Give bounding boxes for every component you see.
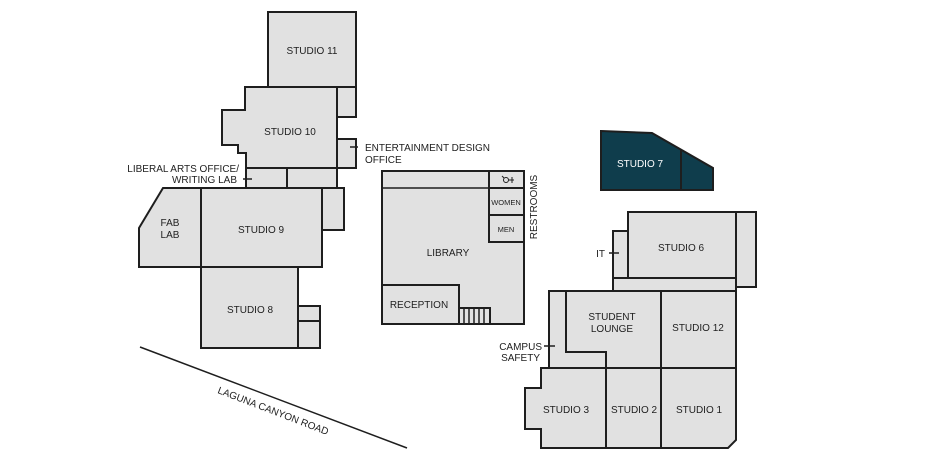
label-studio-11: STUDIO 11 [287,46,338,57]
room-studio-1[interactable] [660,367,737,449]
room-annex-10a [336,86,357,118]
label-lab: LAB [161,230,180,241]
room-all-gender-restroom[interactable] [488,170,525,189]
label-studio-7: STUDIO 7 [617,159,664,170]
callout-restrooms: RESTROOMS [529,174,540,239]
label-reception: RECEPTION [390,300,448,311]
callout-entertainment-2: OFFICE [365,155,402,166]
label-studio-12: STUDIO 12 [672,323,724,334]
room-reception[interactable] [381,284,460,325]
room-annex-8b [297,320,321,349]
room-fab-lab[interactable] [138,187,202,268]
label-studio-6: STUDIO 6 [658,243,705,254]
label-studio-9: STUDIO 9 [238,225,285,236]
room-studio-7[interactable] [600,129,714,191]
label-women: WOMEN [491,198,521,207]
room-annex-6a [612,277,737,292]
room-studio-6[interactable] [627,211,737,279]
label-studio-3: STUDIO 3 [543,405,590,416]
label-men: MEN [498,225,515,234]
accessible-restroom-icon [501,175,514,183]
callout-it: IT [596,249,605,260]
callout-entertainment-1: ENTERTAINMENT DESIGN [365,143,490,154]
label-studio-1: STUDIO 1 [676,405,723,416]
label-studio-2: STUDIO 2 [611,405,658,416]
room-studio-12[interactable] [660,290,737,369]
room-women-restroom[interactable] [488,187,525,216]
label-studio-8: STUDIO 8 [227,305,274,316]
label-lounge: LOUNGE [591,324,634,335]
room-annex-6b [735,211,757,288]
room-annex-9 [321,187,345,231]
room-studio-2[interactable] [605,367,662,449]
room-it[interactable] [612,230,629,279]
callout-campus: CAMPUS [499,342,542,353]
stairs-icon [458,307,491,325]
room-studio-11[interactable] [267,11,357,88]
callout-safety: SAFETY [501,353,540,364]
laguna-canyon-road [139,346,408,449]
label-fab: FAB [161,218,180,229]
callout-liberal-arts-2: WRITING LAB [172,175,237,186]
label-student: STUDENT [588,312,635,323]
room-entertainment-design-office[interactable] [336,138,357,169]
label-library: LIBRARY [427,248,470,259]
room-annex-8a [297,305,321,322]
label-studio-10: STUDIO 10 [264,127,316,138]
callout-liberal-arts-1: LIBERAL ARTS OFFICE/ [127,164,239,175]
room-liberal-arts-office[interactable] [245,167,288,189]
room-annex-10b [286,167,338,189]
room-men-restroom[interactable] [488,214,525,243]
